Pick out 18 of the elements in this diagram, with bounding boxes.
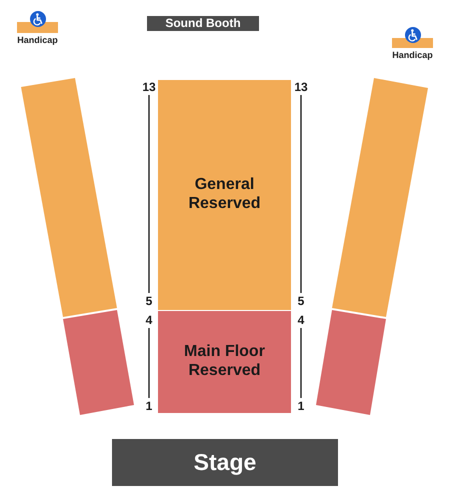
section-label: Main Floor Reserved — [183, 343, 266, 381]
section-label: General Reserved — [187, 176, 262, 214]
row-number: 4 — [146, 314, 152, 326]
sound-booth-label: Sound Booth — [165, 16, 241, 31]
stage-label: Stage — [194, 448, 256, 476]
seating-section — [158, 311, 291, 413]
row-number: 1 — [146, 400, 152, 412]
row-number: 1 — [298, 400, 304, 412]
seating-section — [158, 80, 291, 310]
row-number: 5 — [298, 295, 304, 307]
sound-booth-block — [147, 16, 259, 31]
row-number: 13 — [142, 81, 156, 93]
section-label: Handicap — [17, 36, 58, 45]
row-number: 4 — [298, 314, 304, 326]
section-label: Handicap — [392, 51, 433, 60]
stage-block — [112, 439, 338, 486]
row-number: 13 — [294, 81, 308, 93]
row-number: 5 — [146, 295, 152, 307]
